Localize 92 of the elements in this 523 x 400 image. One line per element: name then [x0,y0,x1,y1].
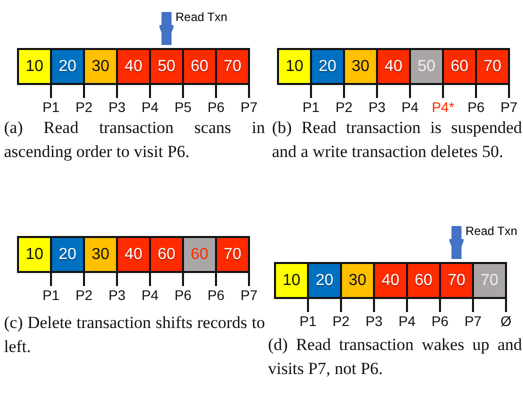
record-key: 10 [282,272,300,290]
pointer-label: P6 [431,313,449,329]
record-key: 10 [26,246,44,264]
record-key: 30 [92,246,110,264]
caption: (a) Read transaction scans in ascending order to visit P6. [4,117,265,163]
record-key: 30 [92,58,110,76]
record-cell [182,236,217,273]
pointer-label: P5 [174,99,192,115]
record-key: 60 [450,58,468,76]
pointer-label: P1 [42,287,60,303]
record-cell [406,262,441,299]
record-key: 20 [58,246,76,264]
pointer-label: P4 [141,287,159,303]
pointer-label: P7 [240,287,258,303]
record-key: 70 [480,272,498,290]
pointer-label: P4 [398,313,416,329]
record-cell [17,48,52,85]
pointer-label: P4* [432,99,454,115]
record-cell [149,236,184,273]
record-cell [83,48,118,85]
record-cell [472,262,507,299]
record-cell [182,48,217,85]
record-key: 60 [158,246,176,264]
record-cell [340,262,375,299]
record-cell [149,48,184,85]
pointer-label: P3 [368,99,386,115]
record-cell [274,262,309,299]
record-cell [215,48,250,85]
record-key: 50 [418,58,436,76]
pointer-label: P6 [207,287,225,303]
caption: (b) Read transaction is suspended and a write transaction deletes 50. [272,117,522,163]
pointer-label: P4 [401,99,419,115]
pointer-label: P3 [108,99,126,115]
pointer-label: P7 [500,99,518,115]
record-cell [310,48,345,85]
record-cell [409,48,444,85]
caption: (d) Read transaction wakes up and visits P7, not P6. [268,334,522,380]
record-cell [376,48,411,85]
pointer-label: Ø [500,313,512,329]
edge-label: Read Txn [466,224,518,238]
block-arrow [448,226,464,259]
record-cell [116,48,151,85]
pointer-label: P2 [332,313,350,329]
pointer-label: P1 [42,99,60,115]
record-cell [215,236,250,273]
record-cell [50,48,85,85]
caption: (c) Delete transaction shifts records to left. [4,312,265,358]
pointer-label: P2 [75,99,93,115]
record-key: 70 [224,246,242,264]
record-key: 70 [484,58,502,76]
pointer-label: P7 [240,99,258,115]
block-arrow [158,12,174,45]
record-key: 40 [384,58,402,76]
record-key: 40 [124,246,142,264]
record-cell [17,236,52,273]
record-key: 20 [318,58,336,76]
edge-label: Read Txn [176,10,228,24]
record-key: 20 [316,272,334,290]
record-key: 20 [58,58,76,76]
pointer-label: P6 [467,99,485,115]
pointer-label: P6 [207,99,225,115]
record-key: 70 [224,58,242,76]
pointer-label: P2 [75,287,93,303]
record-key: 30 [352,58,370,76]
record-cell [277,48,312,85]
record-cell [475,48,510,85]
record-key: 50 [158,58,176,76]
record-cell [373,262,408,299]
record-cell [343,48,378,85]
record-key: 60 [190,58,208,76]
record-cell [83,236,118,273]
record-key: 60 [190,246,208,264]
record-key: 10 [26,58,44,76]
record-key: 30 [348,272,366,290]
record-key: 40 [382,272,400,290]
record-key: 70 [448,272,466,290]
record-key: 10 [286,58,304,76]
pointer-label: P1 [299,313,317,329]
record-cell [50,236,85,273]
pointer-label: P7 [464,313,482,329]
pointer-label: P1 [302,99,320,115]
pointer-label: P4 [141,99,159,115]
record-key: 60 [414,272,432,290]
pointer-label: P3 [365,313,383,329]
pointer-label: P2 [335,99,353,115]
record-cell [307,262,342,299]
record-cell [442,48,477,85]
pointer-label: P3 [108,287,126,303]
record-cell [439,262,474,299]
record-cell [116,236,151,273]
record-key: 40 [124,58,142,76]
pointer-label: P6 [174,287,192,303]
